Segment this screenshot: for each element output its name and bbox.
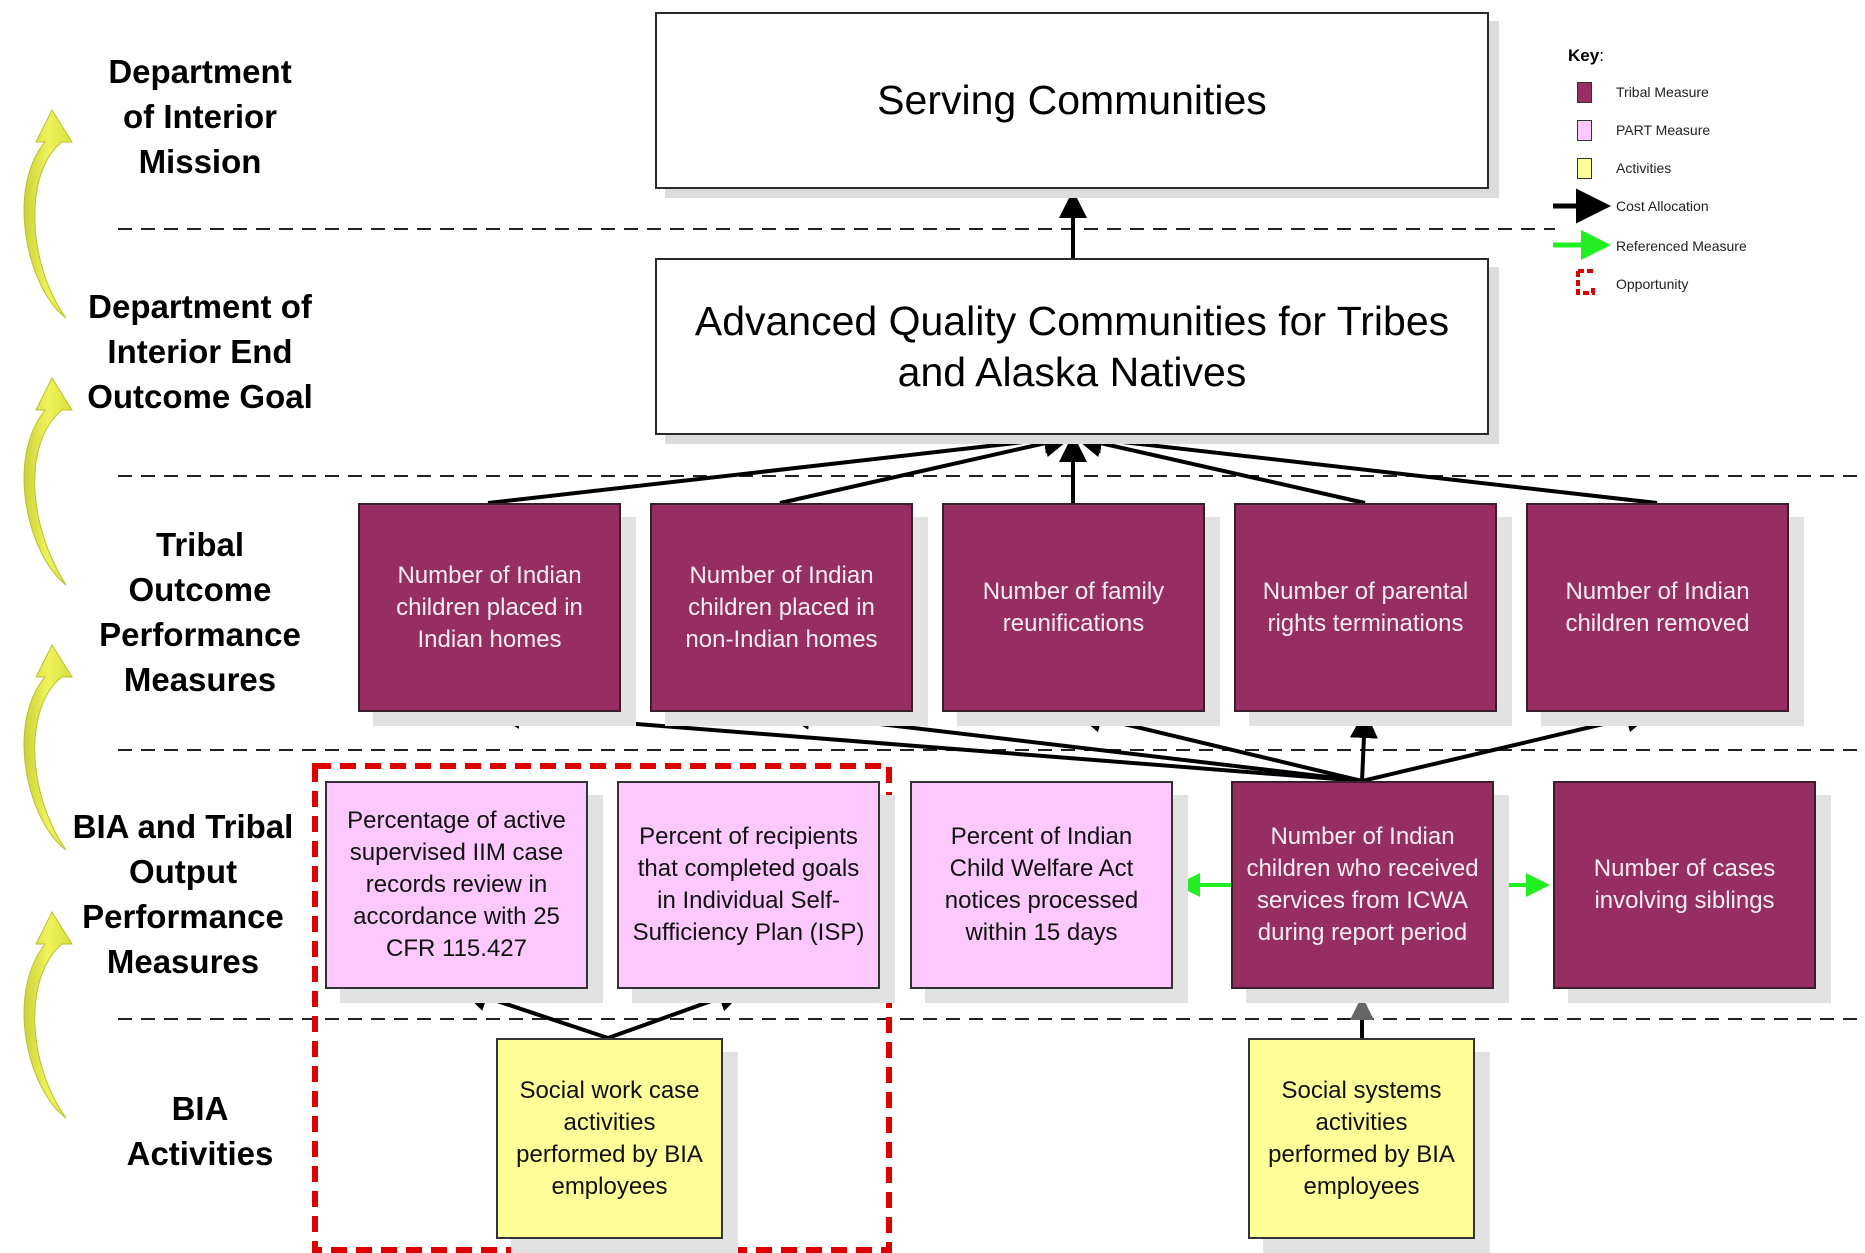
outcome-measure-box: Number of parental rights terminations	[1234, 503, 1497, 712]
arrow-o1-to-end	[487, 425, 1072, 505]
activity-box: Social work case activities performed by…	[496, 1038, 723, 1239]
arrow-o2-to-end	[779, 429, 1072, 505]
end-outcome-box-text: Advanced Quality Communities for Tribes …	[694, 297, 1450, 395]
activity-text: Social systems activities performed by B…	[1268, 1076, 1455, 1200]
key-opportunity-label: Opportunity	[1616, 276, 1689, 292]
curved-arrow-icon	[23, 108, 73, 319]
key-opportunity-icon	[1576, 269, 1595, 295]
key-part-label: PART Measure	[1616, 122, 1711, 138]
key-title: Key:	[1568, 46, 1604, 66]
arrow-icwa-to-o1	[492, 700, 1363, 783]
key-cost-label: Cost Allocation	[1616, 198, 1709, 214]
level-separators	[118, 228, 1865, 1020]
outcome-measure-box: Number of family reunifications	[942, 503, 1205, 712]
arrow-o4-to-end	[1074, 429, 1366, 505]
mission-box-text: Serving Communities	[877, 77, 1267, 123]
output-measure-box: Number of Indian children who received s…	[1231, 781, 1494, 989]
outcome-measure-text: Number of Indian children removed	[1565, 577, 1750, 637]
key-referenced-label: Referenced Measure	[1616, 238, 1747, 254]
cost-allocation-arrows	[460, 190, 1658, 1040]
arrow-o5-to-end	[1074, 425, 1658, 505]
output-measure-text: Percentage of active supervised IIM case…	[347, 807, 566, 962]
level-label-mission: Department of Interior Mission	[108, 53, 292, 180]
output-measure-box: Percent of Indian Child Welfare Act noti…	[910, 781, 1173, 989]
outcome-measure-text: Number of family reunifications	[982, 577, 1165, 637]
opportunity-box	[312, 763, 892, 1253]
outcome-measure-text: Number of Indian children placed in Indi…	[396, 561, 583, 653]
key-activities-swatch	[1577, 158, 1592, 179]
arrow-icwa-to-o2	[782, 701, 1363, 783]
key-colon: :	[1599, 46, 1604, 65]
arrow-act1-to-iim	[460, 984, 609, 1040]
output-measure-text: Percent of Indian Child Welfare Act noti…	[944, 823, 1139, 946]
outcome-measure-box: Number of Indian children placed in non-…	[650, 503, 913, 712]
output-measure-text: Percent of recipients that completed goa…	[632, 823, 865, 946]
outcome-measure-box: Number of Indian children placed in Indi…	[358, 503, 621, 712]
activity-text: Social work case activities performed by…	[516, 1076, 703, 1200]
level-label-tribal-outcome: Tribal Outcome Performance Measures	[99, 526, 301, 698]
level-flow-arrows	[23, 108, 73, 1119]
output-measure-text: Number of Indian children who received s…	[1246, 823, 1479, 946]
arrow-icwa-to-o5	[1361, 704, 1654, 783]
key-title-text: Key	[1568, 46, 1600, 65]
key-part-swatch	[1577, 120, 1592, 141]
output-measure-box: Percentage of active supervised IIM case…	[325, 781, 588, 989]
outcome-measure-text: Number of parental rights terminations	[1262, 577, 1469, 637]
output-measure-box: Percent of recipients that completed goa…	[617, 781, 880, 989]
arrow-icwa-to-o3	[1074, 704, 1363, 783]
arrow-act1-to-isp	[607, 984, 746, 1040]
outcome-measure-box: Number of Indian children removed	[1526, 503, 1789, 712]
level-label-end-outcome: Department of Interior End Outcome Goal	[87, 288, 313, 415]
mission-box: Serving Communities	[655, 12, 1489, 189]
output-measure-box: Number of cases involving siblings	[1553, 781, 1816, 989]
key-activities-label: Activities	[1616, 160, 1672, 176]
level-label-output: BIA and Tribal Output Performance Measur…	[72, 808, 294, 980]
key-tribal-swatch	[1577, 82, 1592, 103]
activity-box: Social systems activities performed by B…	[1248, 1038, 1475, 1239]
key-graphics	[1553, 188, 1611, 295]
arrow-icwa-to-o4	[1349, 710, 1378, 782]
end-outcome-box: Advanced Quality Communities for Tribes …	[655, 258, 1489, 435]
level-label-activities: BIA Activities	[126, 1090, 274, 1172]
curved-arrow-icon	[23, 910, 73, 1119]
curved-arrow-icon	[23, 376, 73, 586]
output-measure-text: Number of cases involving siblings	[1593, 855, 1776, 914]
curved-arrow-icon	[23, 643, 73, 851]
outcome-measure-text: Number of Indian children placed in non-…	[685, 561, 878, 653]
key-tribal-label: Tribal Measure	[1616, 84, 1709, 100]
